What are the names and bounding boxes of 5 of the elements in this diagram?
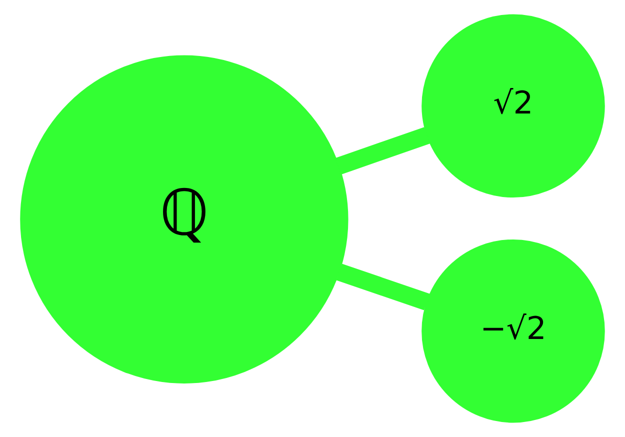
node-circle: −√2 [422,239,605,423]
connector [336,127,430,174]
node-circle: √2 [422,14,605,198]
node-circle: ℚ [20,55,348,384]
connector [336,264,430,310]
